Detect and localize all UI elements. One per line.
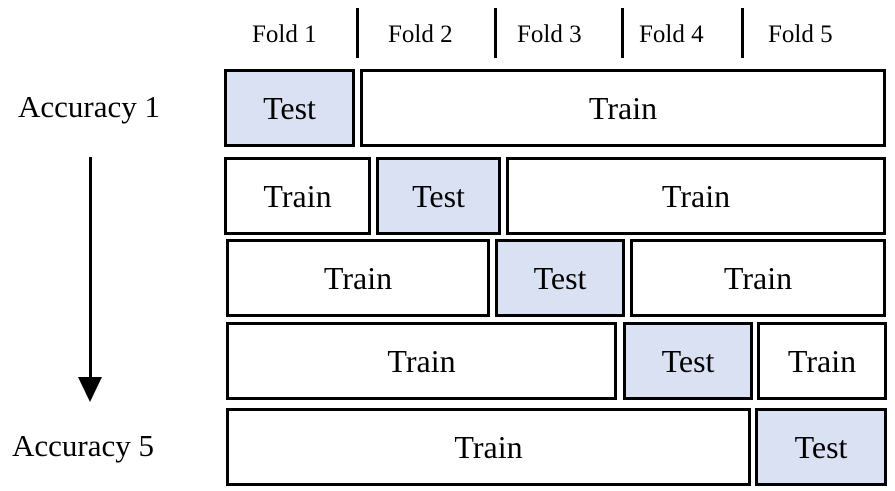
accuracy-last-label: Accuracy 5 bbox=[12, 428, 154, 463]
train-block: Train bbox=[226, 322, 617, 400]
test-block: Test bbox=[376, 157, 501, 235]
test-block: Test bbox=[495, 239, 625, 317]
fold-5-label: Fold 5 bbox=[768, 21, 833, 48]
fold-divider bbox=[356, 8, 359, 58]
test-block: Test bbox=[755, 408, 887, 486]
fold-divider bbox=[621, 8, 624, 58]
train-block: Train bbox=[757, 322, 887, 400]
test-block: Test bbox=[623, 322, 753, 400]
train-block: Train bbox=[226, 239, 490, 317]
fold-3-label: Fold 3 bbox=[517, 21, 582, 48]
fold-2-label: Fold 2 bbox=[388, 21, 453, 48]
train-block: Train bbox=[224, 157, 371, 235]
train-block: Train bbox=[506, 157, 886, 235]
down-arrow-icon bbox=[78, 377, 102, 402]
train-block: Train bbox=[360, 69, 886, 147]
train-block: Train bbox=[630, 239, 886, 317]
fold-4-label: Fold 4 bbox=[639, 21, 704, 48]
fold-divider bbox=[494, 8, 497, 58]
test-block: Test bbox=[224, 69, 355, 147]
accuracy-first-label: Accuracy 1 bbox=[18, 89, 160, 124]
train-block: Train bbox=[226, 408, 751, 486]
down-arrow-shaft bbox=[89, 157, 92, 379]
fold-divider bbox=[741, 8, 744, 58]
fold-1-label: Fold 1 bbox=[252, 21, 317, 48]
